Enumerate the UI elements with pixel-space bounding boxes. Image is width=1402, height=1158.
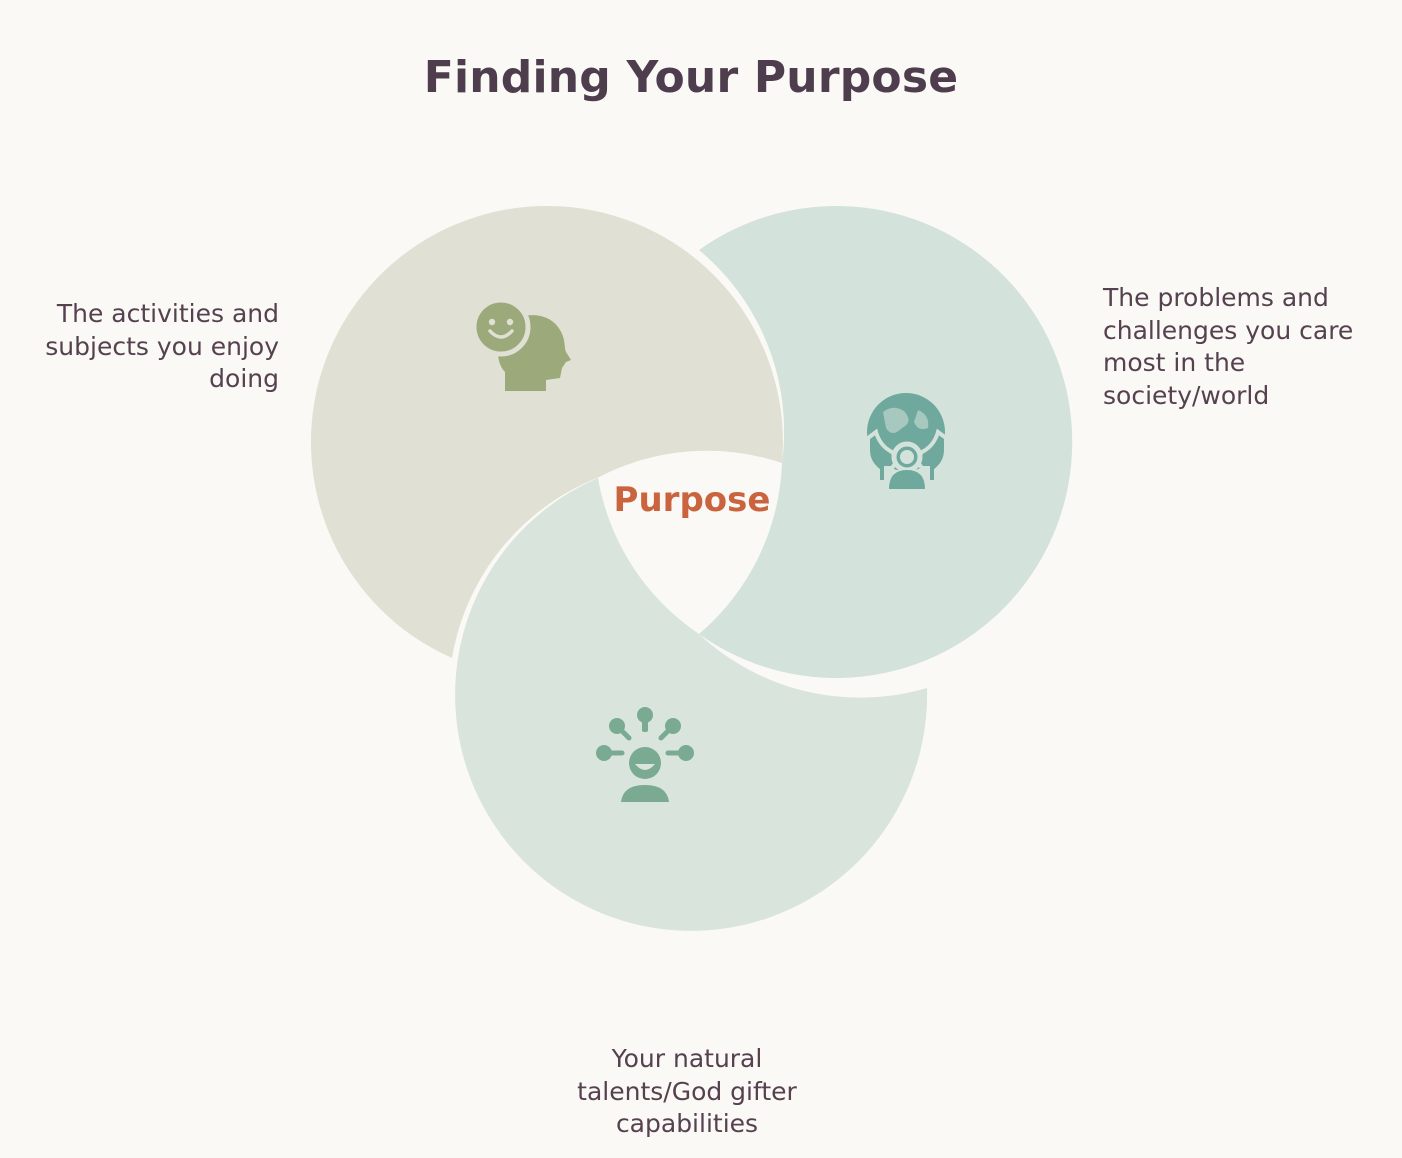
label-enjoy: The activities and subjects you enjoy do… [45, 299, 279, 393]
circle-enjoy [310, 205, 783, 659]
label-care: The problems and challenges you care mos… [1103, 283, 1354, 410]
world-care-icon [866, 393, 948, 489]
happy-head-icon [471, 297, 571, 391]
label-talents: Your natural talents/God gifter capabili… [577, 1044, 797, 1138]
purpose-center-label: Purpose [613, 480, 771, 520]
page-title: Finding Your Purpose [423, 52, 959, 103]
idea-person-icon [596, 707, 694, 802]
circle-talents [455, 478, 928, 931]
